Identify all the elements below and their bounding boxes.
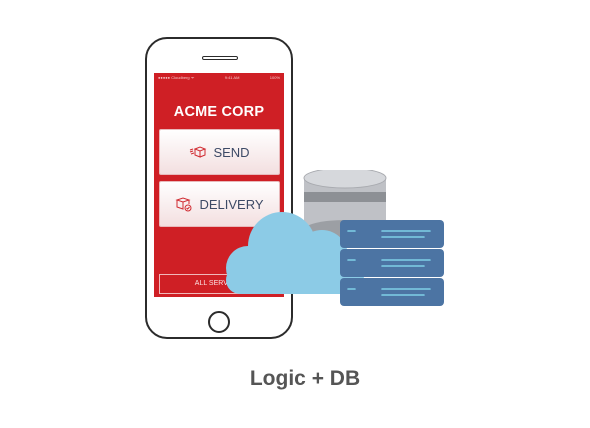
status-time: 9:41 AM <box>224 75 240 80</box>
status-bar: ●●●●● Cloudberg ᯤ 9:41 AM 100% <box>154 74 284 81</box>
delivery-button[interactable]: DELIVERY <box>159 181 280 227</box>
home-button[interactable] <box>208 311 230 333</box>
package-delivery-icon <box>175 197 192 212</box>
phone-speaker <box>202 56 238 60</box>
status-battery: 100% <box>269 75 280 80</box>
send-button[interactable]: SEND <box>159 129 280 175</box>
server-stack-icon <box>340 220 444 306</box>
caption-label: Logic + DB <box>249 367 361 390</box>
status-carrier: ●●●●● Cloudberg ᯤ <box>158 75 195 80</box>
delivery-label: DELIVERY <box>199 196 264 212</box>
send-label: SEND <box>213 144 250 160</box>
boxes-icon <box>190 146 207 158</box>
cloud-db-server-illustration <box>226 170 444 306</box>
app-title: ACME CORP <box>173 104 265 120</box>
